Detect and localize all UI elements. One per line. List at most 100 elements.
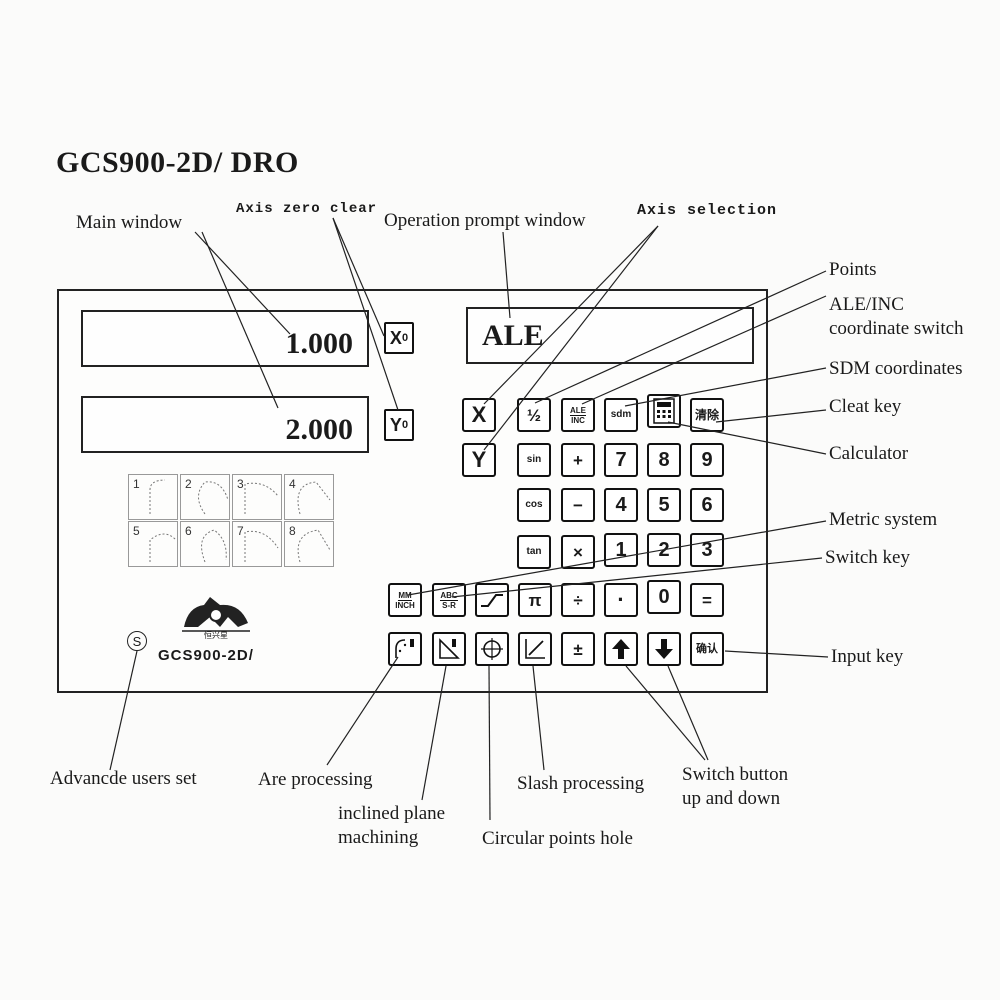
slash-processing-button[interactable] [518,632,552,666]
calculator-button[interactable] [647,394,681,428]
dot-button[interactable]: · [604,583,638,617]
key-9[interactable]: 9 [690,443,724,477]
ale-inc-top: ALE [570,405,586,416]
y-axis-select-button[interactable]: Y [462,443,496,477]
arrow-up-button[interactable] [604,632,638,666]
pi-button[interactable]: π [518,583,552,617]
y-value: 2.000 [285,413,354,446]
label-points: Points [829,259,877,280]
key-6[interactable]: 6 [690,488,724,522]
calculator-icon [653,398,675,424]
cos-button[interactable]: cos [517,488,551,522]
label-inclined-plane: inclined plane [338,803,446,824]
x-main-window: 1.000 [81,310,369,367]
slash-processing-icon [525,639,545,659]
ale-inc-button[interactable]: ALE INC [561,398,595,432]
pattern-cell: 2 [180,474,230,520]
arrow-up-icon [612,639,630,659]
circular-points-button[interactable] [475,632,509,666]
metric-bottom: INCH [395,600,415,610]
label-arc-processing: Are processing [258,769,373,790]
tan-button[interactable]: tan [517,535,551,569]
x-zero-sub: 0 [401,332,409,344]
label-slash-processing: Slash processing [517,773,645,794]
times-button[interactable]: × [561,535,595,569]
inclined-plane-icon [439,638,460,659]
key-0[interactable]: 0 [647,580,681,614]
pattern-number: 7 [237,524,244,538]
key-2[interactable]: 2 [647,533,681,567]
pattern-number: 4 [289,477,296,491]
plus-minus-button[interactable]: ± [561,632,595,666]
label-coordinate-switch: coordinate switch [829,318,964,339]
pattern-number: 1 [133,477,140,491]
y-main-window: 2.000 [81,396,369,453]
sin-button[interactable]: sin [517,443,551,477]
brand-name-cn: 恒兴星 [204,630,228,639]
label-sdm: SDM coordinates [829,358,963,379]
metric-button[interactable]: MM INCH [388,583,422,617]
key-8[interactable]: 8 [647,443,681,477]
enter-button[interactable]: 确认 [690,632,724,666]
pattern-number: 5 [133,524,140,538]
x-axis-select-button[interactable]: X [462,398,496,432]
pattern-cell: 1 [128,474,178,520]
switch-key-bottom: S-R [442,600,456,610]
pattern-cell: 8 [284,521,334,567]
x-zero-label: X [389,327,402,348]
metric-top: MM [398,590,412,601]
pattern-number: 2 [185,477,192,491]
clear-button[interactable]: 清除 [690,398,724,432]
prompt-window: ALE [466,307,754,364]
pattern-cell: 5 [128,521,178,567]
inclined-plane-button[interactable] [432,632,466,666]
label-calculator: Calculator [829,443,909,464]
arc-processing-icon [395,639,414,658]
plus-button[interactable]: + [561,443,595,477]
key-3[interactable]: 3 [690,533,724,567]
arrow-down-icon [655,639,673,659]
brand-logo-icon: 恒兴星 [182,597,250,639]
label-main-window: Main window [76,212,183,233]
equals-button[interactable]: = [690,583,724,617]
label-up-down: up and down [682,788,781,809]
model-name: GCS900-2D/ [158,647,254,664]
ramp-button[interactable] [475,583,509,617]
sdm-button[interactable]: sdm [604,398,638,432]
key-4[interactable]: 4 [604,488,638,522]
minus-button[interactable]: − [561,488,595,522]
label-input-key: Input key [831,646,904,667]
arrow-down-button[interactable] [647,632,681,666]
label-switch-key: Switch key [825,547,910,568]
y-zero-sub: 0 [401,419,409,431]
switch-key-button[interactable]: ABC S-R [432,583,466,617]
circular-points-icon [481,638,503,660]
ale-inc-bottom: INC [571,415,585,425]
ramp-icon [481,594,503,607]
pattern-cell: 3 [232,474,282,520]
pattern-cell: 7 [232,521,282,567]
divide-button[interactable]: ÷ [561,583,595,617]
page-title: GCS900-2D/ DRO [56,146,299,179]
label-machining: machining [338,827,419,848]
label-circular-points: Circular points hole [482,828,633,849]
pattern-number: 8 [289,524,296,538]
label-metric-system: Metric system [829,509,938,530]
key-5[interactable]: 5 [647,488,681,522]
label-axis-selection: Axis selection [637,202,778,219]
switch-key-top: ABC [440,590,458,601]
label-operation-prompt: Operation prompt window [384,210,586,231]
label-switch-button: Switch button [682,764,789,785]
points-button[interactable]: ½ [517,398,551,432]
pattern-number: 6 [185,524,192,538]
arc-processing-button[interactable] [388,632,422,666]
x-value: 1.000 [285,327,354,360]
label-ale-inc: ALE/INC [829,294,904,315]
key-1[interactable]: 1 [604,533,638,567]
label-advanced-users: Advancde users set [50,768,197,789]
pattern-number: 3 [237,477,244,491]
advanced-users-symbol[interactable]: S [127,631,147,651]
key-7[interactable]: 7 [604,443,638,477]
